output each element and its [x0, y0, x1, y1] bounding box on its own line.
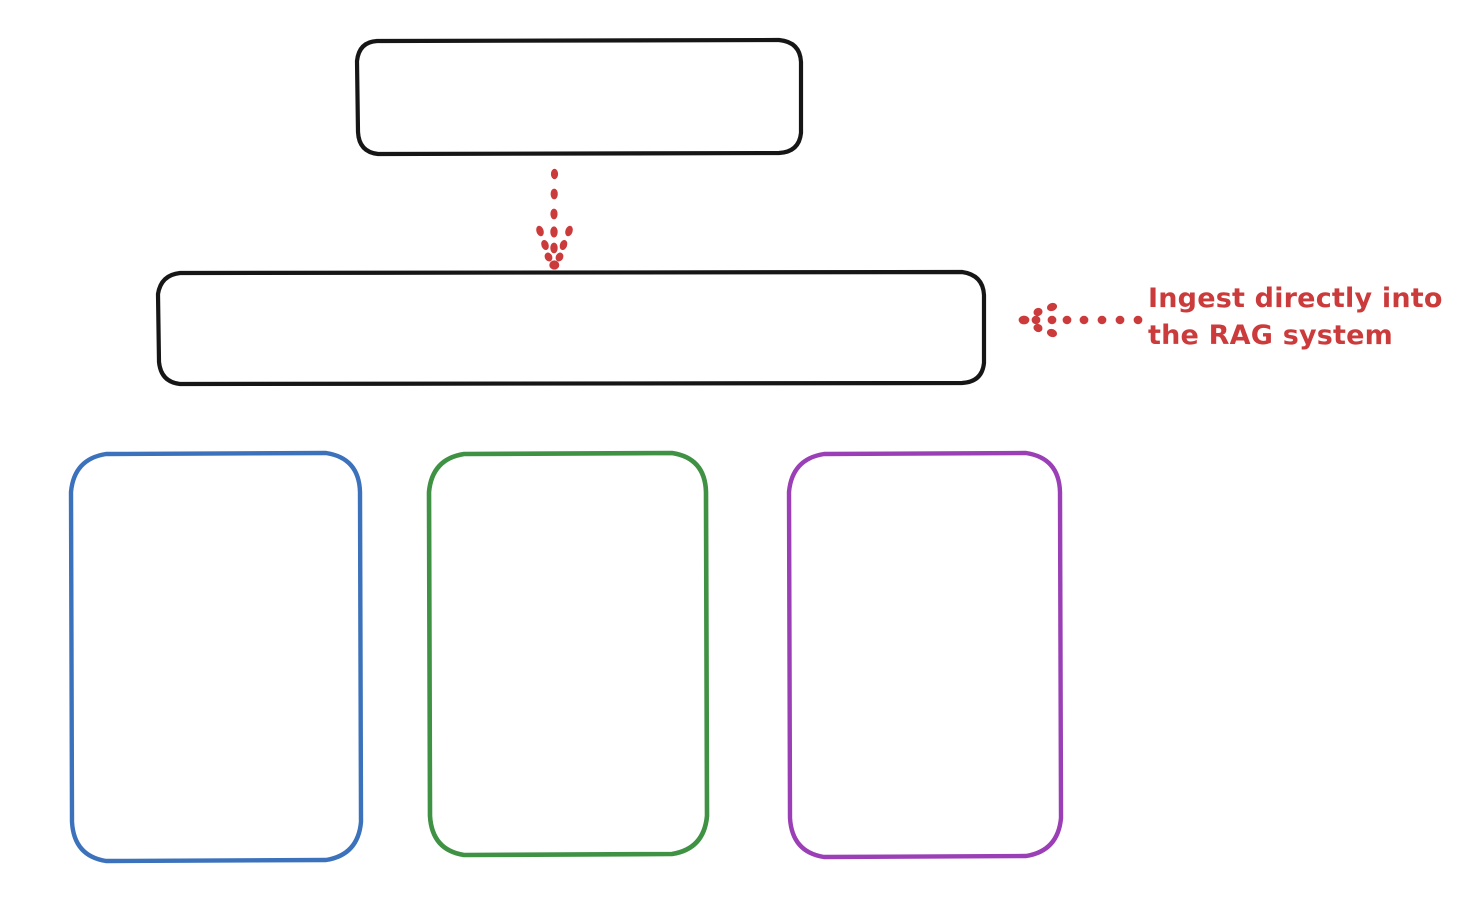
relational-io-index: SQLTable [861, 681, 989, 711]
vector-io-index: VectorIndex [129, 707, 303, 736]
rag-tool-label: RAG Tool [501, 312, 641, 344]
node-rag-tool[interactable]: RAG Tool [155, 269, 987, 387]
vector-io-api: (insert_chunks, delete_chunks, query) [105, 574, 327, 675]
annotation-ingest-directly: Ingest directly into the RAG system [1148, 283, 1443, 352]
node-key-value-io[interactable]: KeyValueIO (set_key, delete_key, get) Key… [426, 450, 710, 858]
key-value-io-text: KeyValueIO (set_key, delete_key, get) Key… [445, 450, 691, 722]
edge-ingest-to-rag-tool [1016, 292, 1146, 348]
vector-io-title: VectorIO [153, 539, 279, 568]
edge-agent-to-rag-tool [500, 160, 610, 270]
relational-io-api: (insert_sql, query_sql) [844, 584, 1006, 650]
node-agent[interactable]: AGENT [354, 37, 804, 157]
key-value-io-api: (set_key, delete_key, get) [452, 592, 684, 658]
vector-io-text: VectorIO (insert_chunks, delete_chunks, … [98, 450, 334, 740]
node-vector-io[interactable]: VectorIO (insert_chunks, delete_chunks, … [68, 450, 364, 864]
relational-io-text: RelationalIO (insert_sql, query_sql) SQLT… [829, 450, 1022, 714]
key-value-io-title: KeyValueIO [486, 557, 650, 586]
relational-io-title: RelationalIO [836, 549, 1014, 578]
agent-label: AGENT [521, 81, 637, 113]
node-relational-io[interactable]: RelationalIO (insert_sql, query_sql) SQLT… [786, 450, 1064, 860]
key-value-io-index: KeyValueIndex [461, 689, 675, 719]
